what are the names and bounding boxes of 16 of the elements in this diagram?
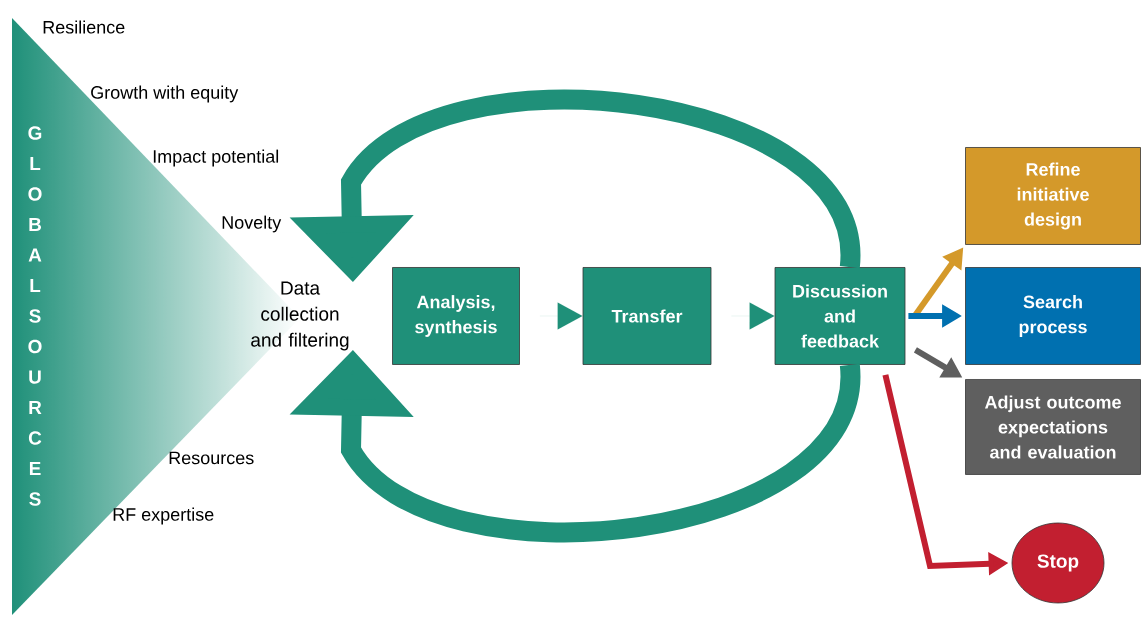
process-box: Refine initiative design [965,147,1141,245]
process-box: Analysis, synthesis [392,267,520,365]
factor-label: Novelty [222,215,282,233]
factor-label: Resilience [43,20,125,34]
factor-label: RF expertise [113,507,214,525]
process-box: Search process [965,267,1141,365]
process-box: Transfer [582,267,712,365]
arrow [539,302,583,330]
process-box: Discussion and feedback [774,267,906,365]
factor-label: Growth with equity [91,85,239,103]
stage-text: Data collection and filtering [251,281,349,351]
factor-label: Impact potential [153,149,279,167]
arrow [731,302,775,330]
factor-label: Resources [169,451,254,465]
process-box: Adjust outcome expectations and evaluation [965,379,1141,475]
vertical-title: GLOBAL SOURCES [28,126,42,506]
